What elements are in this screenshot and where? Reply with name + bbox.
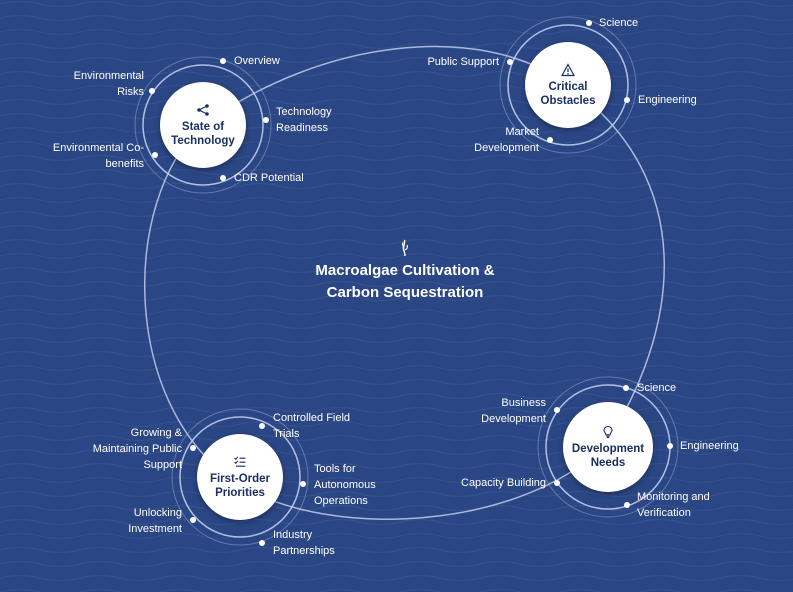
spoke-dot <box>624 502 630 508</box>
wave-line <box>0 546 793 554</box>
spoke-dot <box>300 481 306 487</box>
spoke-business-development[interactable]: Business Development <box>481 397 546 425</box>
wave-line <box>0 98 793 106</box>
wave-line <box>0 322 793 330</box>
spoke-cdr-potential[interactable]: CDR Potential <box>234 172 304 184</box>
hub-title: Development Needs <box>571 442 645 469</box>
spoke-market-development[interactable]: Market Development <box>474 126 539 154</box>
spoke-industry-partnerships[interactable]: Industry Partnerships <box>273 529 335 557</box>
checklist-icon <box>234 455 246 467</box>
wave-line <box>0 266 793 274</box>
wave-line <box>0 70 793 78</box>
wave-line <box>0 448 793 456</box>
spoke-dot <box>507 59 513 65</box>
wave-line <box>0 588 763 592</box>
wave-line <box>0 154 793 162</box>
wave-line <box>0 434 793 442</box>
warning-triangle-icon <box>561 62 575 76</box>
wave-line <box>0 140 793 148</box>
wave-line <box>0 532 793 540</box>
wave-line <box>0 378 793 386</box>
spoke-unlocking-investment[interactable]: Unlocking Investment <box>128 507 182 535</box>
spoke-science[interactable]: Science <box>599 17 639 29</box>
wave-line <box>0 196 793 204</box>
spoke-tools-for-autonomous-operations[interactable]: Tools for Autonomous Operations <box>314 463 376 507</box>
orbit-ring-obstacles <box>507 24 629 146</box>
spoke-dot <box>554 407 560 413</box>
spoke-technology-readiness[interactable]: Technology Readiness <box>276 106 332 134</box>
wave-line <box>0 252 793 260</box>
spoke-dot <box>152 152 158 158</box>
spoke-dot <box>259 423 265 429</box>
wave-line <box>0 294 793 302</box>
spoke-environmental-co-benefits[interactable]: Environmental Co- benefits <box>52 142 144 170</box>
wave-line <box>0 392 793 400</box>
wave-line <box>0 308 793 316</box>
lightbulb-icon <box>603 425 613 438</box>
wave-line <box>0 126 793 134</box>
share-nodes-icon <box>197 103 209 116</box>
spoke-dot <box>263 117 269 123</box>
wave-line <box>0 406 793 414</box>
spoke-engineering[interactable]: Engineering <box>638 94 697 106</box>
wave-line <box>0 238 793 246</box>
wave-line <box>0 462 793 470</box>
wave-line <box>0 112 793 120</box>
spoke-dot <box>554 480 560 486</box>
seaweed-icon <box>401 239 408 257</box>
spoke-monitoring-and-verification[interactable]: Monitoring and Verification <box>637 491 710 519</box>
spoke-environmental-risks[interactable]: Environmental Risks <box>73 70 144 98</box>
wave-line <box>0 560 793 568</box>
spoke-public-support[interactable]: Public Support <box>427 56 499 68</box>
spoke-science[interactable]: Science <box>637 382 677 394</box>
wave-line <box>0 490 793 498</box>
wave-line <box>0 364 793 372</box>
hub-first-order-priorities[interactable]: First-Order Priorities <box>197 434 283 520</box>
hub-state-of-technology[interactable]: State of Technology <box>160 82 246 168</box>
spoke-engineering[interactable]: Engineering <box>680 440 739 452</box>
spoke-dot <box>547 137 553 143</box>
wave-line <box>0 350 793 358</box>
wave-line <box>0 42 793 50</box>
wave-line <box>0 518 793 526</box>
spoke-dot <box>149 88 155 94</box>
wave-line <box>0 56 793 64</box>
wave-line <box>0 574 793 582</box>
wave-line <box>0 0 793 8</box>
spoke-dot <box>586 20 592 26</box>
hub-development-needs[interactable]: Development Needs <box>563 402 653 492</box>
spoke-overview[interactable]: Overview <box>234 55 280 67</box>
spoke-dot <box>259 540 265 546</box>
wave-line <box>0 420 793 428</box>
spoke-dot <box>220 175 226 181</box>
wave-line <box>0 84 793 92</box>
wave-line <box>0 504 793 512</box>
spoke-dot <box>623 385 629 391</box>
spoke-dot <box>190 445 196 451</box>
wave-line <box>0 476 793 484</box>
wave-line <box>0 224 793 232</box>
hub-title: First-Order Priorities <box>209 472 271 499</box>
hub-title: Critical Obstacles <box>540 80 596 107</box>
spoke-controlled-field-trials[interactable]: Controlled Field Trials <box>273 412 351 440</box>
wave-line <box>0 14 793 22</box>
spoke-dot <box>667 443 673 449</box>
orbit-ring-state <box>142 64 264 186</box>
spoke-dot <box>624 97 630 103</box>
hub-title: State of Technology <box>171 120 235 147</box>
wave-line <box>0 168 793 176</box>
wave-line <box>0 210 793 218</box>
hub-critical-obstacles[interactable]: Critical Obstacles <box>525 42 611 128</box>
spoke-growing-maintaining-public-support[interactable]: Growing & Maintaining Public Support <box>92 427 182 471</box>
wave-line <box>0 280 793 288</box>
spoke-dot <box>190 517 196 523</box>
orbit-ring-priorities <box>179 416 301 538</box>
spoke-capacity-building[interactable]: Capacity Building <box>461 477 546 489</box>
wave-line <box>0 28 793 36</box>
spoke-dot <box>220 58 226 64</box>
diagram-title: Macroalgae Cultivation & Carbon Sequestr… <box>315 262 495 301</box>
wave-line <box>0 336 793 344</box>
wave-line <box>0 182 793 190</box>
